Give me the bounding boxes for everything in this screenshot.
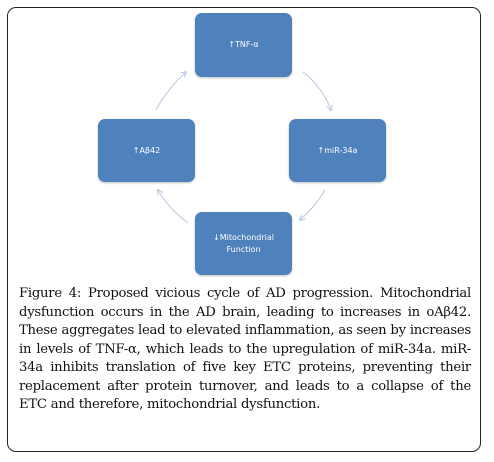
arrow-mir-to-mito: [300, 189, 326, 220]
arrow-abeta-to-tnf: [155, 72, 186, 111]
cycle-diagram: ↑TNF-α ↑miR-34a ↓Mitochondrial Function …: [98, 0, 494, 275]
node-abeta42: ↑Aβ42: [98, 119, 195, 182]
node-mir-34a: ↑miR-34a: [289, 119, 386, 182]
node-tnf-alpha-label: ↑TNF-α: [228, 40, 259, 49]
node-mitochondrial-function-label: ↓Mitochondrial Function: [212, 232, 274, 254]
figure-frame: [7, 7, 481, 452]
figure-caption-label: Figure 4:: [19, 286, 82, 301]
node-mitochondrial-function: ↓Mitochondrial Function: [195, 212, 292, 275]
figure-caption: Figure 4: Proposed vicious cycle of AD p…: [19, 285, 471, 415]
cycle-arrows: [155, 0, 494, 224]
node-tnf-alpha: ↑TNF-α: [195, 13, 292, 77]
arrow-tnf-to-mir: [302, 71, 331, 110]
node-abeta42-label: ↑Aβ42: [132, 145, 161, 155]
arrow-mito-to-abeta: [158, 190, 189, 224]
figure-caption-text: Proposed vicious cycle of AD progression…: [19, 286, 472, 412]
node-mir-34a-label: ↑miR-34a: [317, 145, 358, 155]
